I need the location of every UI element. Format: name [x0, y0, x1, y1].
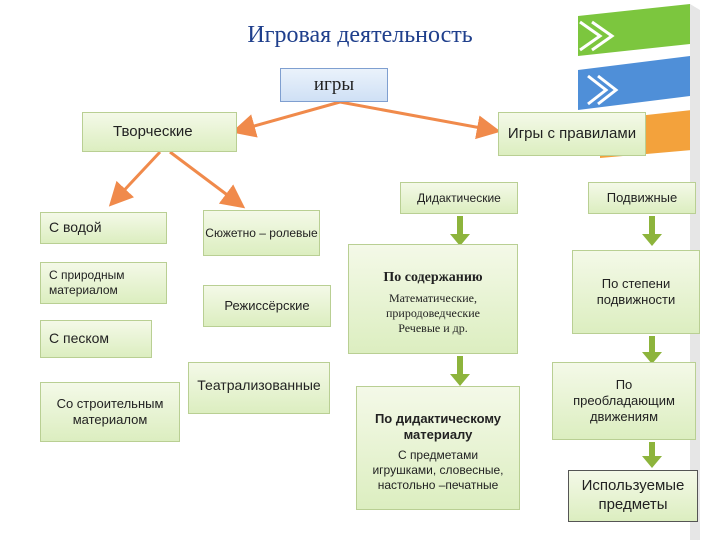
arrow-root-to-creative: [231, 100, 341, 138]
arrow-movements-down: [642, 442, 662, 468]
arrow-mobile-down: [642, 216, 662, 246]
node-directors: Режиссёрские: [203, 285, 331, 327]
node-sand: С песком: [40, 320, 152, 358]
by-material-heading: По дидактическому материалу: [374, 411, 502, 443]
arrow-root-to-rules: [339, 100, 501, 140]
arrow-content-down: [450, 356, 470, 386]
node-didactic: Дидактические: [400, 182, 518, 214]
node-theatrical: Театрализованные: [188, 362, 330, 414]
green-arrows: [450, 216, 662, 468]
arrow-didactic-down: [450, 216, 470, 246]
by-material-text: С предметами игрушками, словесные, насто…: [372, 447, 504, 492]
by-content-heading: По содержанию: [383, 270, 483, 285]
node-by-movements: По преобладающим движениям: [552, 362, 696, 440]
node-by-material: По дидактическому материалу С предметами…: [356, 386, 520, 510]
root-node-games: игры: [280, 68, 388, 102]
node-creative: Творческие: [82, 112, 237, 152]
node-by-content: По содержанию Математические, природовед…: [348, 244, 518, 354]
node-natural-material: С природным материалом: [40, 262, 167, 304]
arrow-degree-down: [642, 336, 662, 364]
node-water: С водой: [40, 212, 167, 244]
node-construction: Со строительным материалом: [40, 382, 180, 442]
arrow-creative-to-roleplay: [169, 150, 246, 209]
node-roleplay: Сюжетно – ролевые: [203, 210, 320, 256]
decorative-ribbon: [578, 4, 700, 540]
node-by-objects: Используемые предметы: [568, 470, 698, 522]
node-rules: Игры с правилами: [498, 112, 646, 156]
node-by-degree: По степени подвижности: [572, 250, 700, 334]
node-mobile: Подвижные: [588, 182, 696, 214]
by-content-text: Математические, природоведческие Речевые…: [385, 290, 481, 335]
page-title: Игровая деятельность: [247, 22, 473, 48]
arrow-creative-to-water: [108, 150, 162, 207]
